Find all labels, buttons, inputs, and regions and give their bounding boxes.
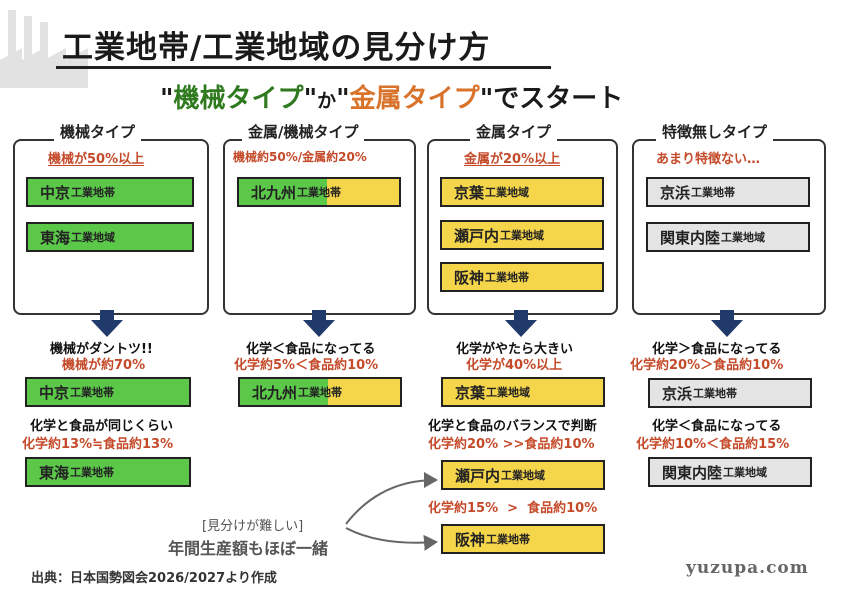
note-same-output: 年間生産額もほぼ一緒 <box>168 539 329 558</box>
subtitle-machine-type: 機械タイプ <box>173 84 304 114</box>
result-chip-hanshin: 阪神工業地帯 <box>441 524 605 554</box>
col4-rule1: 化学＞食品になってる <box>652 342 782 357</box>
chip-name: 阪神 <box>455 530 486 549</box>
chip-setouchi: 瀬戸内工業地域 <box>440 220 604 250</box>
result-chip-kitakyushu: 北九州工業地帯 <box>238 377 402 407</box>
chip-suffix: 工業地域 <box>71 231 116 244</box>
chip-name: 京浜 <box>662 384 693 403</box>
col3-rule2: 化学と食品のバランスで判断 <box>428 419 597 434</box>
metal-type-heading: 金属タイプ <box>470 121 558 142</box>
note-hard-to-distinguish: [見分けが難しい] <box>202 519 304 534</box>
no-feature-type-criterion: あまり特徴ない… <box>656 152 761 167</box>
down-arrow-icon <box>505 310 537 337</box>
down-arrow-icon <box>91 310 123 337</box>
chip-hanshin: 阪神工業地帯 <box>440 262 604 292</box>
result-chip-chukyo: 中京工業地帯 <box>25 377 191 407</box>
chip-name: 瀬戸内 <box>455 466 501 485</box>
chip-name: 京葉 <box>454 183 485 202</box>
col3-value1: 化学が40%以上 <box>466 358 563 373</box>
result-chip-keiyo: 京葉工業地域 <box>441 377 605 407</box>
page-title: 工業地帯/工業地域の見分け方 <box>62 30 491 66</box>
col4-value2: 化学約10%＜食品約15% <box>636 437 790 452</box>
quote-mark: " <box>479 84 494 114</box>
chip-suffix: 工業地帯 <box>486 533 531 546</box>
chip-name: 京葉 <box>455 383 486 402</box>
machine-type-heading: 機械タイプ <box>54 121 142 142</box>
chip-tokai: 東海工業地域 <box>26 222 194 252</box>
chip-suffix: 工業地域 <box>501 469 546 482</box>
col1-value2: 化学約13%≒食品約13% <box>22 437 174 452</box>
chip-suffix: 工業地域 <box>500 229 545 242</box>
chip-keihin: 京浜工業地帯 <box>646 177 810 207</box>
chip-name: 関東内陸 <box>662 463 723 482</box>
col3-rule1: 化学がやたら大きい <box>456 342 574 357</box>
col4-value1: 化学約20%＞食品約10% <box>630 358 784 373</box>
col3-value2: 化学約20% >>食品約10% <box>428 437 595 452</box>
brand-watermark: yuzupa.com <box>686 558 809 578</box>
chip-suffix: 工業地帯 <box>70 466 115 479</box>
subtitle-metal-type: 金属タイプ <box>349 84 480 114</box>
chip-name: 中京 <box>39 383 70 402</box>
chip-keiyo: 京葉工業地域 <box>440 177 604 207</box>
col2-rule1: 化学＜食品になってる <box>246 342 376 357</box>
chip-name: 東海 <box>40 228 71 247</box>
chip-suffix: 工業地帯 <box>693 387 738 400</box>
col1-rule1: 機械がダントツ!! <box>50 342 153 357</box>
subtitle-start: でスタート <box>493 84 624 114</box>
metal-machine-type-criterion: 機械約50%/金属約20% <box>233 150 367 164</box>
chip-suffix: 工業地帯 <box>70 386 115 399</box>
result-chip-tokai: 東海工業地帯 <box>25 457 191 487</box>
col2-value1: 化学約5%＜食品約10% <box>234 358 379 373</box>
source-citation: 出典：日本国勢図会2026/2027より作成 <box>31 571 277 586</box>
chip-name: 阪神 <box>454 268 485 287</box>
chip-name: 東海 <box>39 463 70 482</box>
col3-value3: 化学約15% > 食品約10% <box>428 501 598 516</box>
chip-suffix: 工業地域 <box>486 386 531 399</box>
chip-name: 北九州 <box>252 383 298 402</box>
chip-suffix: 工業地域 <box>721 231 766 244</box>
col1-value1: 機械が約70% <box>62 358 146 373</box>
chip-suffix: 工業地域 <box>723 466 768 479</box>
down-arrow-icon <box>711 310 743 337</box>
result-chip-setouchi: 瀬戸内工業地域 <box>441 460 605 490</box>
chip-suffix: 工業地帯 <box>485 271 530 284</box>
result-chip-kanto-nairiku: 関東内陸工業地域 <box>648 457 812 487</box>
down-arrow-icon <box>303 310 335 337</box>
metal-machine-type-heading: 金属/機械タイプ <box>242 121 365 142</box>
title-underline <box>56 66 551 69</box>
chip-kitakyushu: 北九州工業地帯 <box>237 177 401 207</box>
chip-suffix: 工業地帯 <box>297 186 342 199</box>
chip-name: 京浜 <box>660 183 691 202</box>
quote-mark: " <box>303 84 318 114</box>
chip-name: 北九州 <box>251 183 297 202</box>
chip-name: 関東内陸 <box>660 228 721 247</box>
chip-kanto-nairiku: 関東内陸工業地域 <box>646 222 810 252</box>
chip-chukyo: 中京工業地帯 <box>26 177 194 207</box>
result-chip-keihin: 京浜工業地帯 <box>648 378 812 408</box>
subtitle-or: か <box>317 90 337 112</box>
no-feature-type-heading: 特徴無しタイプ <box>656 121 774 142</box>
metal-type-criterion: 金属が20%以上 <box>464 152 561 167</box>
chip-name: 瀬戸内 <box>454 226 500 245</box>
factory-icon <box>0 10 88 88</box>
col4-rule2: 化学＜食品になってる <box>652 419 782 434</box>
subtitle: "機械タイプ"か"金属タイプ"でスタート <box>160 78 623 115</box>
machine-type-criterion: 機械が50%以上 <box>48 152 145 167</box>
chip-suffix: 工業地帯 <box>691 186 736 199</box>
metal-machine-type-box <box>223 139 416 315</box>
chip-suffix: 工業地帯 <box>298 386 343 399</box>
quote-mark: " <box>336 84 350 114</box>
quote-mark: " <box>160 84 174 114</box>
curved-arrows-icon <box>345 472 438 551</box>
chip-suffix: 工業地域 <box>485 186 530 199</box>
chip-suffix: 工業地帯 <box>71 186 116 199</box>
col1-rule2: 化学と食品が同じくらい <box>30 419 174 434</box>
chip-name: 中京 <box>40 183 71 202</box>
